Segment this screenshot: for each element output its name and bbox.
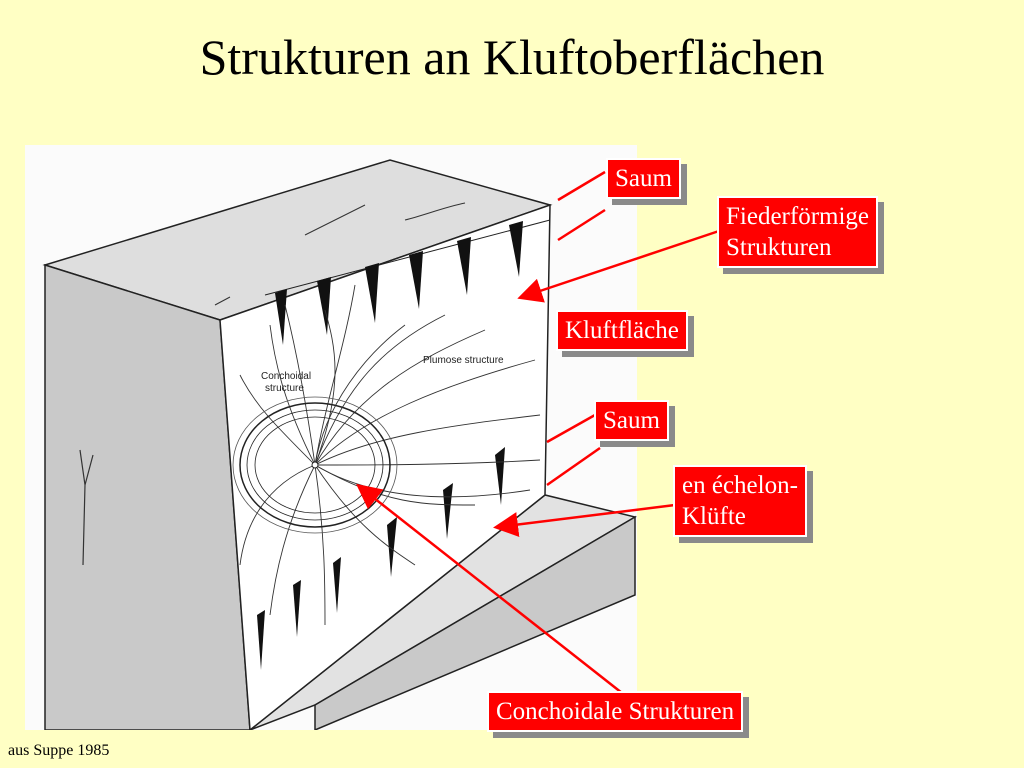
conchoidal-label-line1: Conchoidal [261, 371, 311, 382]
callout-en-echelon: en échelon- Klüfte [673, 465, 807, 537]
callout-kluftflaeche-text: Kluftfläche [565, 317, 679, 344]
callout-fiederfoermige-line1: Fiederförmige [726, 203, 870, 230]
saum-upper-band [264, 219, 551, 296]
callout-saum-top: Saum [606, 158, 681, 199]
callout-conchoidale-text: Conchoidale Strukturen [496, 698, 735, 725]
callout-conchoidale: Conchoidale Strukturen [487, 691, 744, 732]
top-face-cracks [214, 202, 466, 306]
conchoidal-rings [232, 396, 398, 534]
source-credit: aus Suppe 1985 [8, 742, 110, 759]
page-title: Strukturen an Kluftoberflächen [199, 29, 825, 85]
origin-point [311, 461, 319, 469]
callout-fiederfoermige: Fiederförmige Strukturen [717, 196, 879, 268]
callout-saum-bottom: Saum [594, 400, 669, 441]
callout-en-echelon-line1: en échelon- [682, 472, 798, 499]
block-diagram: Conchoidal structure Plumose structure [42, 159, 637, 730]
callout-saum-top-text: Saum [615, 165, 672, 192]
left-face-crack [79, 449, 94, 566]
callout-saum-bottom-text: Saum [603, 407, 660, 434]
block-left-face [44, 263, 251, 730]
callout-fiederfoermige-line2: Strukturen [726, 234, 832, 261]
callout-kluftflaeche: Kluftfläche [556, 310, 688, 351]
conchoidal-label-line2: structure [265, 383, 304, 394]
callout-en-echelon-line2: Klüfte [682, 503, 746, 530]
plumose-label: Plumose structure [423, 355, 504, 366]
